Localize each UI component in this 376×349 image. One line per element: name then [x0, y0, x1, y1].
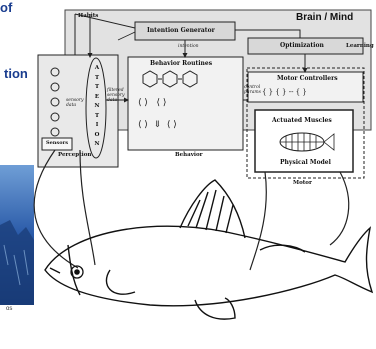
fish-illustration	[45, 180, 372, 319]
intention-generator-label: Intention Generator	[147, 27, 215, 34]
habits-label: Habits	[78, 13, 98, 19]
attention-letters: A T T E N T I O N	[93, 64, 101, 150]
attention-letter: N	[93, 102, 101, 112]
control-params-label: control params	[244, 85, 258, 95]
attention-letter: T	[93, 74, 101, 84]
attention-letter: T	[93, 83, 101, 93]
attention-letter: E	[93, 93, 101, 103]
behavior-label: Behavior	[175, 152, 203, 158]
fish-eye-pupil	[74, 269, 80, 275]
attention-letter: N	[93, 140, 101, 150]
sensory-data-label: sensory data	[66, 98, 82, 108]
actuated-muscles-label: Actuated Muscles	[272, 117, 332, 124]
motor-label: Motor	[293, 180, 312, 186]
perception-label: Perception	[58, 152, 91, 158]
motor-controllers-label: Motor Controllers	[277, 75, 338, 82]
sensors-label: Sensors	[46, 140, 68, 146]
motor-controller-symbols: { } { } -- { }	[262, 88, 307, 96]
filtered-sensory-data-label: filtered sensory data	[107, 88, 127, 103]
attention-letter: A	[93, 64, 101, 74]
attention-letter: T	[93, 112, 101, 122]
intention-label: intention	[178, 44, 199, 49]
physical-model-label: Physical Model	[280, 159, 331, 166]
attention-letter: O	[93, 131, 101, 141]
behavior-routine-symbols-row1: ⟨ ⟩ ⟨ ⟩	[138, 98, 166, 108]
behavior-routines-label: Behavior Routines	[150, 60, 212, 67]
brain-mind-title: Brain / Mind	[296, 12, 353, 23]
attention-letter: I	[93, 121, 101, 131]
behavior-routine-symbols-row2: ⟨ ⟩ ⇓ ⟨ ⟩	[138, 120, 177, 130]
optimization-label: Optimization	[280, 42, 324, 49]
learning-label: Learning	[346, 43, 374, 49]
